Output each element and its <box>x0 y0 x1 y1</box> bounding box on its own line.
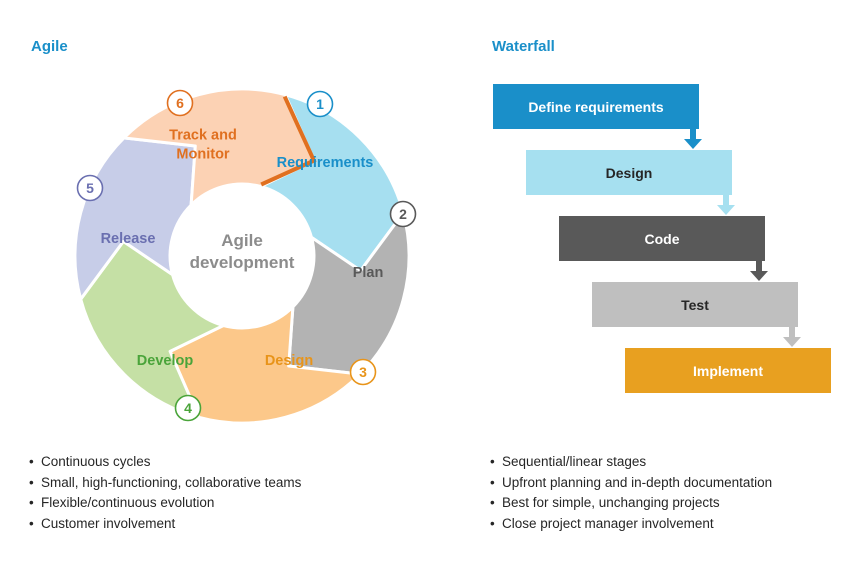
agile-segment-label: Design <box>265 353 313 369</box>
waterfall-heading: Waterfall <box>492 38 555 55</box>
step-number: 1 <box>316 96 324 112</box>
step-number: 3 <box>359 364 367 380</box>
waterfall-arrow-shaft <box>723 193 729 206</box>
waterfall-bullet: Sequential/linear stages <box>490 452 772 473</box>
agile-segment-label: Requirements <box>277 155 374 171</box>
agile-segment-label: Plan <box>353 265 384 281</box>
waterfall-arrow-head <box>750 271 768 281</box>
step-number-badge <box>166 89 194 117</box>
agile-bullet: Flexible/continuous evolution <box>29 493 301 514</box>
step-number: 2 <box>399 206 407 222</box>
step-number-badge <box>76 174 104 202</box>
waterfall-bullet: Upfront planning and in-depth documentat… <box>490 473 772 494</box>
step-number-badge <box>389 200 417 228</box>
agile-segment-label: Develop <box>137 353 194 369</box>
agile-segment-label: Track and <box>169 128 237 144</box>
step-number: 6 <box>176 95 184 111</box>
step-number: 4 <box>184 400 192 416</box>
agile-center-line1: Agile <box>221 231 263 250</box>
waterfall-stage: Implement <box>625 348 831 393</box>
waterfall-stage: Code <box>559 216 765 261</box>
step-number-badge <box>306 90 334 118</box>
agile-bullet: Continuous cycles <box>29 452 301 473</box>
waterfall-bullet: Close project manager involvement <box>490 514 772 535</box>
agile-segment-label: Release <box>101 231 156 247</box>
waterfall-arrow-head <box>783 337 801 347</box>
waterfall-stage: Test <box>592 282 798 327</box>
track-monitor-accent <box>260 95 317 187</box>
waterfall-bullet-list: Sequential/linear stages Upfront plannin… <box>490 452 772 535</box>
agile-center-line2: development <box>190 253 295 272</box>
waterfall-bullet: Best for simple, unchanging projects <box>490 493 772 514</box>
step-number: 5 <box>86 180 94 196</box>
waterfall-arrow-shaft <box>789 325 795 338</box>
agile-bullet: Small, high-functioning, collaborative t… <box>29 473 301 494</box>
waterfall-arrow-shaft <box>756 259 762 272</box>
agile-bullet: Customer involvement <box>29 514 301 535</box>
step-number-badge <box>349 358 377 386</box>
waterfall-arrow-shaft <box>690 127 696 140</box>
waterfall-arrow-head <box>684 139 702 149</box>
agile-heading: Agile <box>31 38 68 55</box>
agile-segment-label: Monitor <box>176 147 230 163</box>
step-number-badge <box>174 394 202 422</box>
waterfall-arrow-head <box>717 205 735 215</box>
waterfall-stage: Define requirements <box>493 84 699 129</box>
agile-segment <box>122 87 316 207</box>
waterfall-stage: Design <box>526 150 732 195</box>
agile-bullet-list: Continuous cycles Small, high-functionin… <box>29 452 301 535</box>
